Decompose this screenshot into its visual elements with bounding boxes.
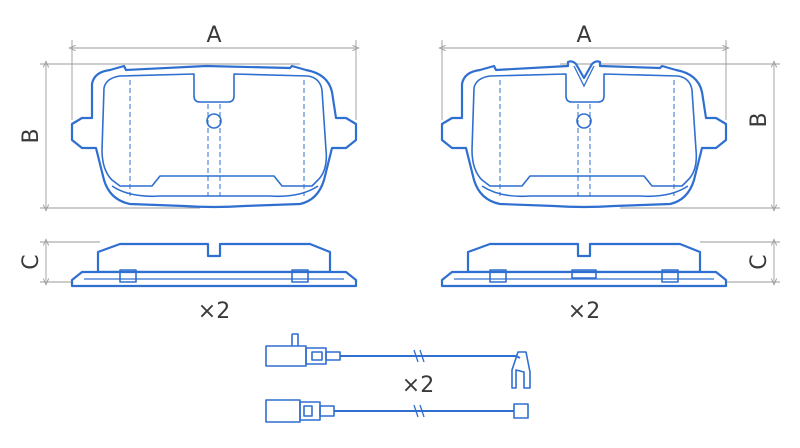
sensor-upper-wire <box>340 355 521 359</box>
left-pad-side-view: C ×2 <box>19 242 358 324</box>
wear-sensor-lower <box>265 399 529 423</box>
wear-sensors: ×2 <box>265 333 531 423</box>
left-pad-quantity: ×2 <box>198 299 230 324</box>
right-pad-center-hole <box>576 113 592 129</box>
sensor-upper-probe <box>511 351 531 389</box>
sensor-upper-break-mark <box>413 349 425 363</box>
sensor-lower-latch <box>303 405 313 417</box>
sensor-lower-probe <box>513 403 529 419</box>
sensor-upper-plug <box>305 347 327 365</box>
right-pad-sensor-clip <box>573 65 595 88</box>
sensor-upper-latch <box>311 351 323 361</box>
left-pad-lower-edge <box>111 185 319 198</box>
left-pad-front-view: A B <box>19 23 356 208</box>
right-dim-c-label: C <box>747 254 772 269</box>
right-pad-front-view: A B <box>442 23 780 208</box>
left-dim-a-label: A <box>206 23 221 48</box>
sensor-lower-plug <box>299 401 321 421</box>
sensor-lower-boot <box>319 405 335 417</box>
right-pad-friction-outline <box>471 73 698 187</box>
right-pad-quantity: ×2 <box>568 299 600 324</box>
right-pad-backing-plate <box>440 60 728 209</box>
sensor-lower-break-mark <box>413 404 425 418</box>
left-pad-friction-outline <box>101 73 328 187</box>
right-pad-side-clip-right <box>661 269 679 283</box>
left-pad-side-clip-right <box>291 269 309 283</box>
right-pad-side-clip-left <box>489 269 507 283</box>
sensor-lower-connector <box>265 399 301 423</box>
right-pad-side-clip-center <box>571 269 597 279</box>
left-pad-center-hole <box>206 113 222 129</box>
left-pad-side-clip-left <box>119 269 137 283</box>
left-pad-side-friction <box>96 242 332 274</box>
right-pad-lower-edge <box>481 185 689 198</box>
left-pad-backing-plate <box>70 64 358 209</box>
left-dim-c-label: C <box>19 254 44 269</box>
wear-sensor-upper <box>265 333 531 389</box>
left-dim-b-label: B <box>19 128 44 143</box>
right-pad-side-view: C ×2 <box>440 242 780 324</box>
right-pad-side-friction <box>466 242 702 274</box>
right-dim-b-label: B <box>747 112 772 127</box>
sensor-quantity: ×2 <box>402 373 434 398</box>
sensor-upper-connector <box>265 345 307 367</box>
right-dim-a-label: A <box>576 23 591 48</box>
sensor-upper-boot <box>325 351 341 361</box>
sensor-upper-bracket <box>291 333 299 346</box>
